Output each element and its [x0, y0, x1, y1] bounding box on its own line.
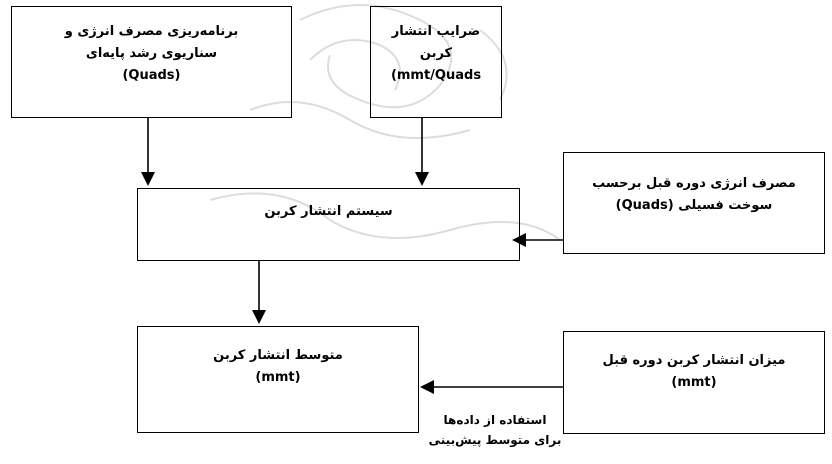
note-line: برای متوسط پیش‌بینی: [428, 433, 562, 447]
box-label: ضرایب انتشار: [391, 24, 481, 39]
box-unit: (Quads): [122, 68, 181, 83]
box-unit: (mmt/Quads: [390, 68, 482, 83]
box-label: مصرف انرژی دوره قبل برحسب: [592, 176, 796, 191]
carbon-emission-system-box: سیستم انتشار کربن: [137, 188, 520, 261]
emission-factors-box: ضرایب انتشار کربن (mmt/Quads: [370, 6, 502, 118]
box-label: سوخت فسیلی (Quads): [615, 198, 773, 213]
baseline-energy-scenario-box: برنامه‌ریزی مصرف انرژی و سناریوی رشد پای…: [11, 6, 292, 118]
prior-carbon-emission-box: میزان انتشار کربن دوره قبل (mmt): [563, 331, 825, 434]
box-label: کربن: [419, 46, 453, 61]
data-usage-note: استفاده از داده‌ها برای متوسط پیش‌بینی: [425, 410, 565, 450]
box-label: متوسط انتشار کربن: [213, 348, 343, 363]
box-label: سناریوی رشد پایه‌ای: [85, 46, 218, 61]
box-unit: (mmt): [671, 375, 717, 390]
box-label: سیستم انتشار کربن: [264, 204, 393, 219]
prior-energy-consumption-box: مصرف انرژی دوره قبل برحسب سوخت فسیلی (Qu…: [563, 152, 825, 254]
average-carbon-emission-box: متوسط انتشار کربن (mmt): [137, 326, 419, 433]
box-label: میزان انتشار کربن دوره قبل: [602, 353, 786, 368]
box-unit: (mmt): [255, 370, 301, 385]
box-label: برنامه‌ریزی مصرف انرژی و: [64, 24, 239, 39]
note-line: استفاده از داده‌ها: [443, 413, 547, 427]
